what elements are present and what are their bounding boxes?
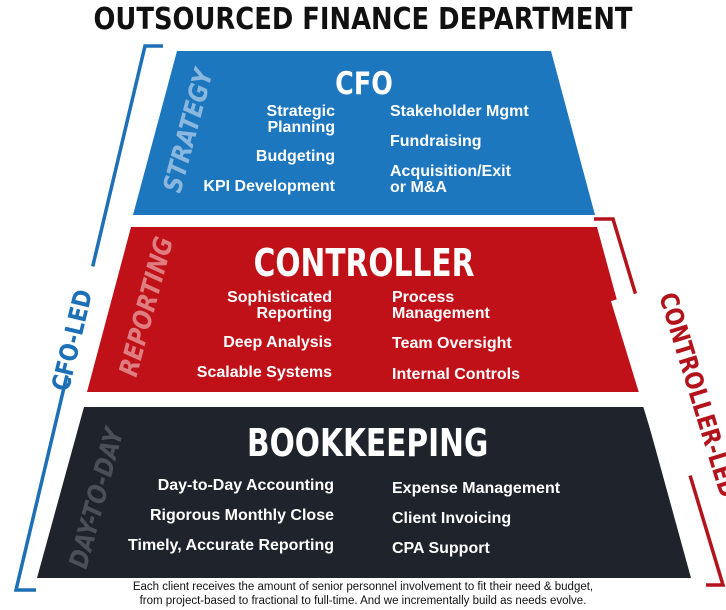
cfo-right-item: Acquisition/Exit or M&A bbox=[390, 163, 511, 196]
controller-left-item: Deep Analysis bbox=[223, 334, 332, 351]
cfo-left-item: Budgeting bbox=[255, 148, 335, 165]
footer-line-1: Each client receives the amount of senio… bbox=[132, 581, 594, 593]
bookkeeping-right-item: Client Invoicing bbox=[392, 510, 512, 527]
bookkeeping-left-item: Timely, Accurate Reporting bbox=[128, 537, 334, 554]
controller-left-item: Sophisticated Reporting bbox=[227, 289, 332, 322]
cfo-tier-title: CFO bbox=[335, 66, 393, 102]
controller-right-item: Team Oversight bbox=[392, 335, 512, 352]
controller-tier-shape bbox=[87, 227, 642, 392]
bookkeeping-right-item: CPA Support bbox=[392, 540, 490, 557]
page-title: OUTSOURCED FINANCE DEPARTMENT bbox=[93, 2, 633, 37]
cfo-right-item: Fundraising bbox=[390, 133, 482, 150]
bookkeeping-tier-title: BOOKKEEPING bbox=[247, 421, 489, 465]
cfo-left-item: KPI Development bbox=[203, 178, 335, 195]
bookkeeping-tier-shape bbox=[37, 407, 691, 578]
cfo-left-item: Strategic Planning bbox=[266, 103, 335, 136]
cfo-right-item: Stakeholder Mgmt bbox=[390, 103, 529, 120]
footer-note: Each client receives the amount of senio… bbox=[0, 580, 726, 608]
bookkeeping-left-item: Rigorous Monthly Close bbox=[150, 507, 334, 524]
bookkeeping-right-item: Expense Management bbox=[392, 480, 561, 497]
controller-tier-title: CONTROLLER bbox=[253, 241, 475, 285]
controller-right-item: Internal Controls bbox=[392, 366, 521, 383]
footer-line-2: from project-based to fractional to full… bbox=[139, 595, 587, 607]
cfo-tier-shape bbox=[133, 51, 595, 215]
bookkeeping-left-item: Day-to-Day Accounting bbox=[157, 477, 334, 494]
controller-left-item: Scalable Systems bbox=[196, 364, 332, 381]
controller-right-item: Process Management bbox=[392, 289, 490, 322]
